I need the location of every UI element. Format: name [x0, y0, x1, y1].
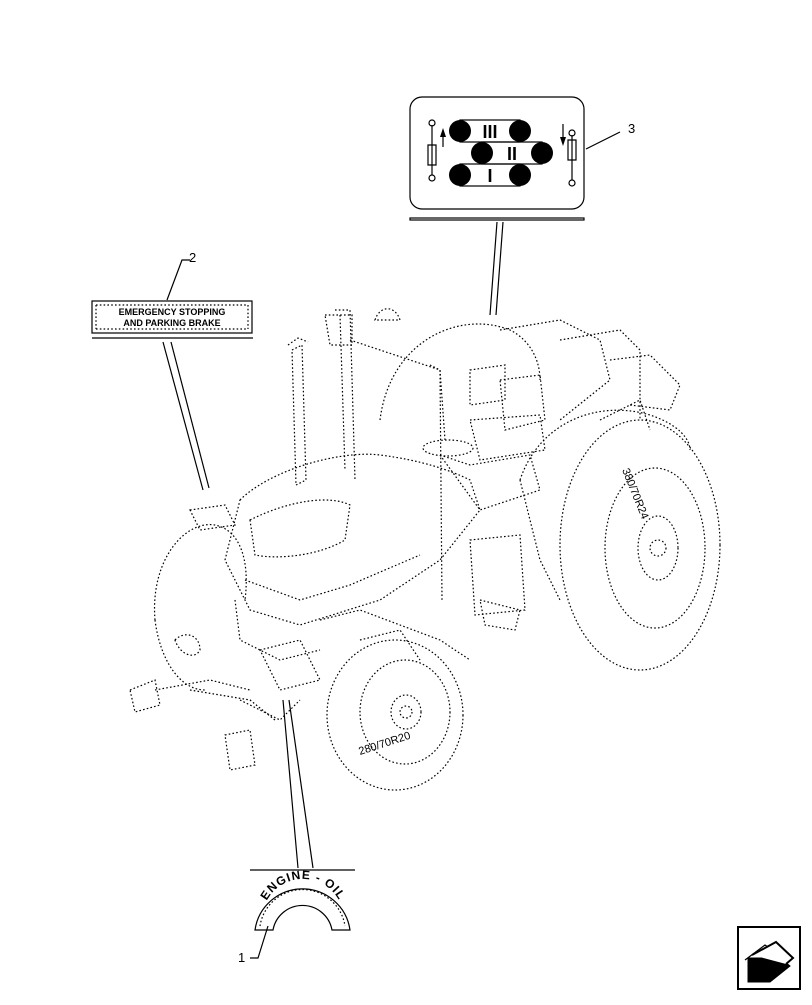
brake-warning-decal: EMERGENCY STOPPING AND PARKING BRAKE: [91, 300, 253, 334]
lever-up-icon: [427, 119, 446, 182]
gear-label-low: I: [487, 166, 492, 186]
gear-label-mid: II: [507, 144, 517, 164]
rops-frame: [324, 308, 446, 601]
callout-3: III II I 3: [409, 96, 635, 316]
brake-decal-line-2: AND PARKING BRAKE: [123, 318, 220, 328]
exhaust-stack: [287, 337, 309, 486]
engine-oil-text: ENGINE - OIL: [257, 868, 347, 903]
callout-number-1: 1: [238, 950, 245, 965]
engine-oil-label: ENGINE - OIL: [257, 868, 348, 903]
front-right-wheel: 280/70R20: [326, 639, 464, 791]
callout-2: EMERGENCY STOPPING AND PARKING BRAKE 2: [91, 250, 253, 491]
gear-range-decal: III II I: [427, 119, 577, 187]
callout-1: ENGINE - OIL 1: [238, 699, 355, 965]
tractor-illustration: 380/70R24 280/70R20: [129, 308, 721, 791]
rear-right-wheel: 380/70R24: [559, 419, 721, 671]
gear-label-high: III: [482, 122, 497, 142]
engine-oil-decal: ENGINE - OIL: [254, 868, 351, 931]
next-page-arrow-icon[interactable]: [737, 926, 801, 990]
front-left-wheel: [153, 524, 247, 691]
brake-decal-line-1: EMERGENCY STOPPING: [119, 307, 226, 317]
front-hitch: [129, 634, 321, 771]
lever-down-icon: [560, 124, 577, 187]
callout-number-2: 2: [189, 250, 196, 265]
operator-station: [422, 319, 641, 631]
rear-tire-marking: 380/70R24: [619, 467, 650, 521]
gear-decal-frame: [409, 96, 585, 210]
front-tire-marking: 280/70R20: [357, 730, 412, 758]
hood: [189, 453, 481, 661]
callout-number-3: 3: [628, 121, 635, 136]
